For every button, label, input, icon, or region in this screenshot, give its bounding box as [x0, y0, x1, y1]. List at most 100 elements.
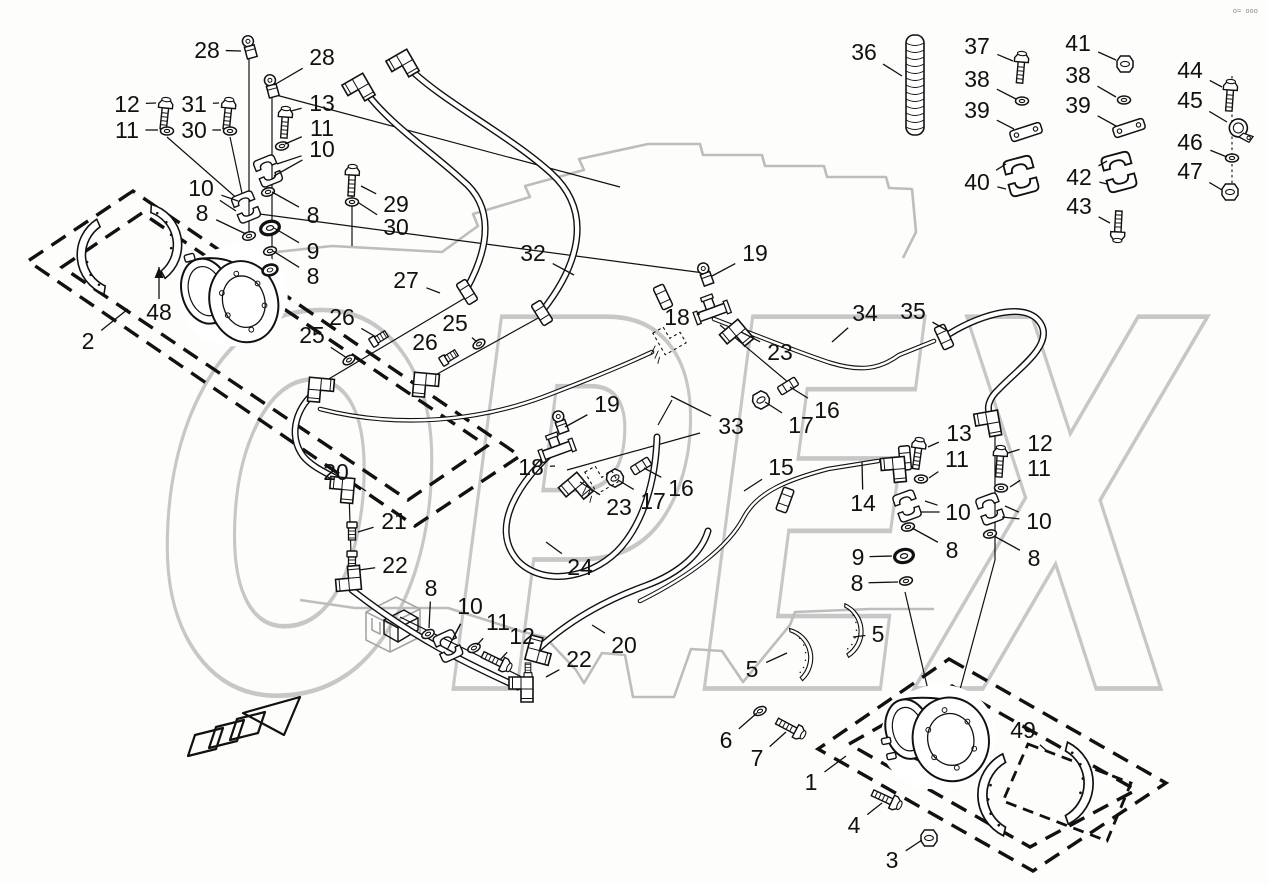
leader-line — [273, 159, 303, 177]
callout-label: 9 — [307, 238, 320, 264]
part-bolt — [992, 444, 1009, 478]
part-ghostE — [650, 326, 687, 364]
callout-15: 15 — [743, 454, 794, 492]
callout-11: 11 — [1009, 455, 1051, 488]
leader-line — [1098, 160, 1108, 167]
callout-label: 23 — [606, 494, 632, 520]
part-washer — [1224, 153, 1240, 163]
callout-39: 39 — [964, 97, 1015, 130]
callout-label: 8 — [307, 263, 320, 289]
part-elbow — [879, 455, 908, 484]
callout-8: 8 — [911, 527, 958, 563]
part-nut — [1116, 55, 1134, 73]
callout-22: 22 — [545, 646, 592, 678]
fasteners-and-fittings-layer — [76, 34, 1255, 847]
callout-23: 23 — [579, 481, 632, 520]
callout-label: 9 — [852, 544, 865, 570]
part-shoe — [1064, 740, 1094, 826]
leader-line — [499, 651, 508, 661]
part-elbowB — [241, 35, 259, 60]
leader-line — [643, 467, 662, 478]
callout-38: 38 — [1065, 62, 1117, 98]
part-elbow — [523, 634, 553, 667]
leader-line — [357, 526, 374, 533]
watermark-gear-top — [184, 142, 918, 264]
part-clamp2 — [1002, 154, 1040, 198]
part-elbow — [340, 72, 377, 102]
part-elbow — [508, 676, 534, 703]
callout-label: 48 — [146, 299, 172, 325]
callout-17: 17 — [617, 479, 666, 514]
callout-label: 26 — [412, 329, 438, 355]
callout-30: 30 — [181, 117, 221, 143]
callout-8: 8 — [196, 200, 247, 235]
callout-label: 2 — [82, 328, 95, 354]
callout-label: 34 — [852, 300, 878, 326]
part-elbow — [384, 48, 421, 78]
leader-line — [271, 191, 300, 208]
leader-line — [993, 535, 1021, 551]
part-bolt — [480, 650, 513, 673]
part-elbow — [306, 376, 336, 404]
callout-23: 23 — [740, 331, 793, 365]
travel-motor-right — [880, 684, 996, 790]
leader-line — [670, 395, 712, 417]
part-washer — [993, 483, 1009, 493]
callout-label: 20 — [611, 632, 637, 658]
part-bolt — [910, 436, 927, 471]
callout-label: 28 — [194, 37, 220, 63]
callout-25: 25 — [442, 310, 478, 343]
callout-label: 4 — [848, 812, 861, 838]
part-washer — [913, 474, 929, 484]
leader-line — [869, 555, 893, 558]
part-shim — [844, 602, 864, 659]
leader-line — [738, 712, 758, 730]
watermark-gear-bottom — [299, 598, 934, 699]
part-washer — [260, 187, 276, 197]
part-washer — [262, 246, 278, 256]
callout-label: 8 — [1028, 545, 1041, 571]
leader-line — [1210, 149, 1228, 158]
callout-label: 8 — [851, 570, 864, 596]
callout-label: 39 — [1065, 92, 1091, 118]
leader-arrowhead — [154, 267, 164, 278]
callout-25: 25 — [299, 322, 348, 359]
leader-line — [997, 53, 1014, 62]
leader-line — [358, 567, 376, 571]
part-washer — [900, 522, 916, 532]
leader-line — [924, 500, 938, 506]
leader-line — [1004, 505, 1020, 513]
leader-line — [740, 331, 761, 343]
callout-label: 15 — [768, 454, 794, 480]
leader-line — [272, 250, 300, 268]
callout-10: 10 — [1001, 505, 1052, 534]
part-pclip — [1228, 118, 1255, 144]
travel-motor-left — [180, 245, 288, 347]
leader-line — [617, 479, 635, 490]
callout-label: 6 — [720, 727, 733, 753]
part-clamp2 — [975, 492, 1005, 526]
callout-label: 5 — [746, 656, 759, 682]
leader-line — [545, 669, 560, 678]
callout-19: 19 — [564, 391, 620, 428]
callout-label: 45 — [1177, 87, 1203, 113]
callout-6: 6 — [720, 712, 758, 753]
part-elbow — [972, 409, 1003, 438]
callout-label: 11 — [115, 117, 139, 143]
leader-line — [552, 262, 575, 276]
callout-label: 22 — [566, 646, 592, 672]
callout-26: 26 — [329, 304, 377, 338]
callout-label: 49 — [1010, 717, 1036, 743]
leader-line — [905, 839, 923, 852]
leader-line — [824, 755, 847, 773]
leader-line — [711, 262, 736, 277]
callout-label: 12 — [1027, 430, 1053, 456]
callout-18: 18 — [664, 304, 701, 330]
callout-8: 8 — [993, 535, 1041, 571]
leader-line — [927, 441, 940, 448]
part-bolt — [870, 788, 903, 811]
callout-9: 9 — [273, 227, 320, 264]
leader-line — [354, 483, 367, 492]
part-bolt — [774, 717, 807, 740]
part-bolt — [1222, 78, 1239, 112]
